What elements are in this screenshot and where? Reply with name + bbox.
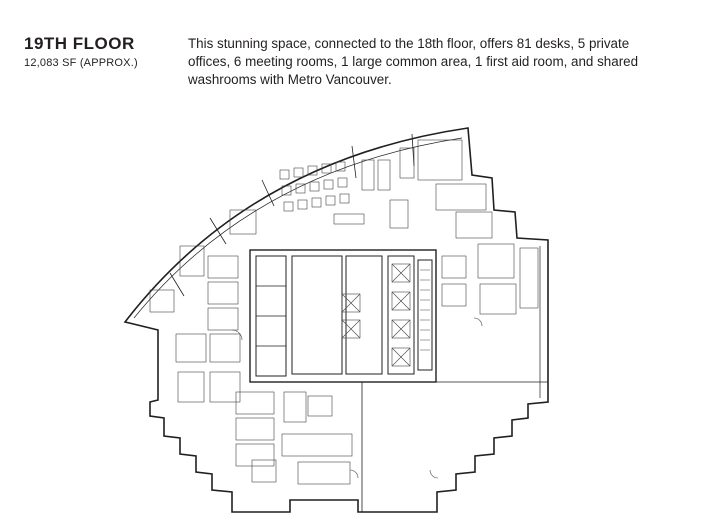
floor-description: This stunning space, connected to the 18… (188, 36, 639, 87)
floor-title: 19TH FLOOR (24, 34, 135, 53)
floor-area: 12,083 SF (APPROX.) (24, 57, 138, 69)
floor-header: 19TH FLOOR 12,083 SF (APPROX.) (24, 34, 138, 69)
